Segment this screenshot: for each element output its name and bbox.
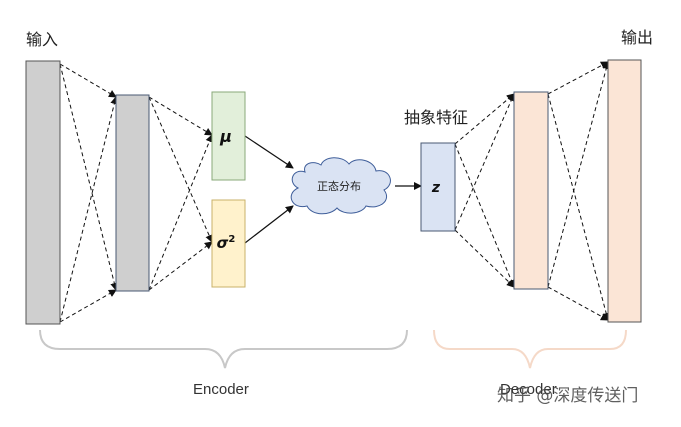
decoder-brace [433, 329, 627, 369]
encoder-brace [39, 329, 408, 369]
mu-label: μ [219, 127, 232, 146]
sampling-arrows [244, 135, 422, 244]
z-box [420, 142, 456, 232]
decoder-output-connections [547, 61, 611, 321]
z-decoder-connections [454, 93, 516, 288]
input-layer [25, 60, 61, 325]
hidden-latent-connections [148, 96, 214, 291]
sigma-box [211, 199, 246, 288]
output-label: 输出 [621, 28, 654, 47]
sigma-symbol: σ [217, 234, 229, 252]
normal-distribution-cloud [290, 157, 391, 215]
sigma-label: σ2 [217, 234, 236, 252]
decoder-label: Decoder [500, 381, 557, 398]
output-layer [607, 59, 642, 323]
watermark: 知乎 @深度传送门 [497, 386, 639, 406]
encoder-label: Encoder [193, 381, 249, 398]
sigma-exponent: 2 [228, 234, 235, 245]
mu-box [211, 91, 246, 181]
input-hidden-connections [59, 63, 119, 323]
encoder-hidden-layer [115, 94, 150, 292]
decoder-hidden-layer [513, 91, 549, 290]
z-label: z [431, 180, 441, 196]
input-label: 输入 [26, 30, 59, 49]
latent-feature-label: 抽象特征 [404, 108, 469, 127]
distribution-label: 正态分布 [317, 180, 361, 193]
